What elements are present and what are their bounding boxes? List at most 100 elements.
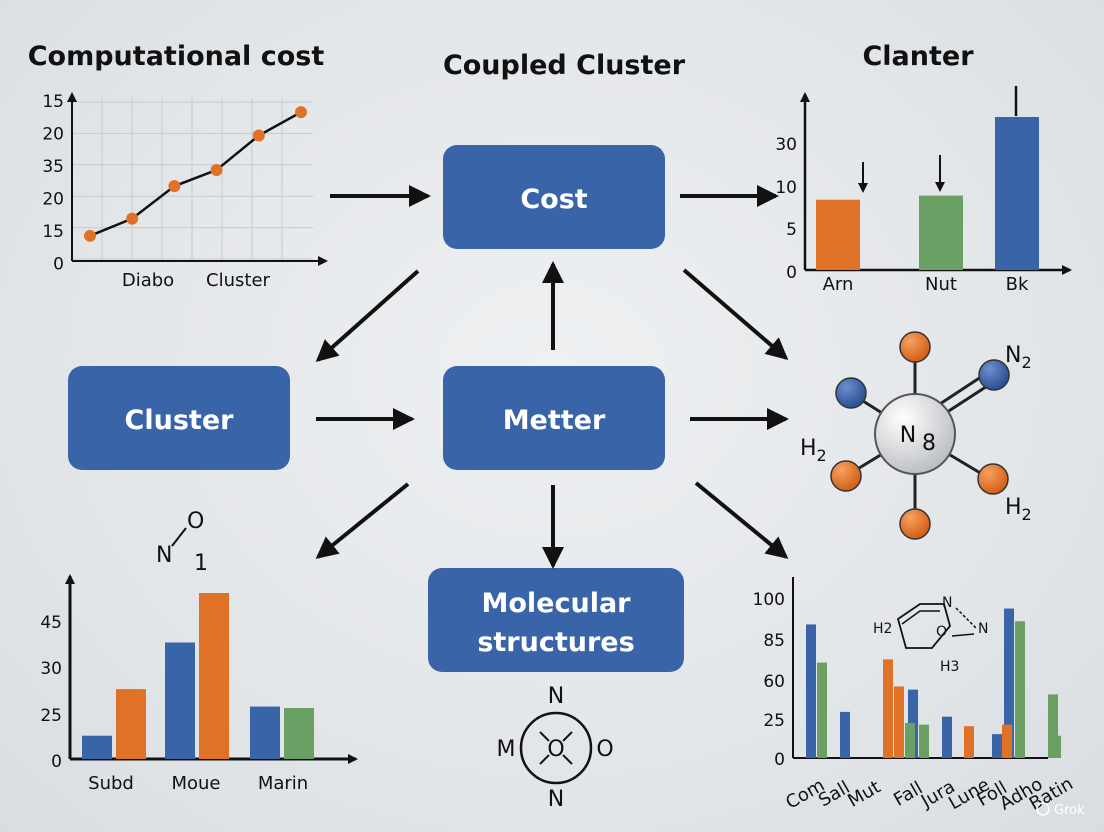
bar bbox=[894, 686, 904, 758]
connector-arrows bbox=[315, 185, 789, 569]
no-label-n: N bbox=[156, 543, 172, 568]
bar bbox=[1048, 694, 1058, 758]
metter-box-label: Metter bbox=[503, 405, 606, 436]
bar bbox=[165, 642, 195, 759]
bar bbox=[284, 708, 314, 759]
y-tick-label: 15 bbox=[42, 92, 64, 112]
bar bbox=[1002, 724, 1012, 758]
label-h2-right: H2 bbox=[1005, 495, 1032, 524]
molecular-structures-box: Molecular structures bbox=[428, 568, 684, 672]
bar bbox=[995, 117, 1039, 270]
molecular-box-line2: structures bbox=[477, 627, 634, 658]
y-tick-label: 60 bbox=[763, 672, 785, 692]
data-point bbox=[84, 229, 96, 242]
data-point bbox=[168, 180, 181, 193]
inset-n-top: N bbox=[942, 595, 952, 611]
inset-n-right: N bbox=[978, 621, 988, 637]
y-tick-label: 0 bbox=[51, 752, 62, 772]
watermark-text: Grok bbox=[1054, 803, 1085, 818]
x-category-label: Cluster bbox=[206, 270, 270, 291]
y-tick-label: 10 bbox=[775, 178, 797, 198]
inset-o: O bbox=[936, 624, 947, 640]
bar bbox=[199, 593, 229, 759]
cost-box: Cost bbox=[443, 145, 665, 249]
x-category-label: Mut bbox=[844, 777, 884, 812]
cluster-box-label: Cluster bbox=[125, 405, 235, 436]
bar bbox=[816, 199, 860, 270]
inset-h3: H3 bbox=[940, 659, 959, 675]
bar bbox=[942, 716, 952, 758]
title-computational-cost: Computational cost bbox=[28, 41, 325, 72]
center-atom-subscript: 8 bbox=[922, 431, 936, 456]
y-tick-label: 25 bbox=[763, 711, 785, 731]
watermark: Grok bbox=[1036, 802, 1085, 818]
y-tick-label: 5 bbox=[786, 220, 797, 240]
atom-upper-right bbox=[978, 359, 1010, 391]
label-h2-left: H2 bbox=[800, 436, 827, 465]
bar bbox=[905, 723, 915, 758]
no-label: N O 1 bbox=[156, 509, 208, 576]
x-category-label: Subd bbox=[88, 773, 134, 794]
bar bbox=[1004, 608, 1014, 758]
grok-logo-icon bbox=[1036, 802, 1050, 816]
x-category-label: Bk bbox=[1006, 274, 1029, 295]
bar bbox=[883, 659, 893, 758]
title-clanter: Clanter bbox=[862, 41, 974, 72]
molecule-diagram: N 8 N2 H2 H2 bbox=[800, 331, 1032, 540]
arrow-cost-to-molecule bbox=[682, 268, 789, 360]
data-point bbox=[126, 212, 139, 225]
inset-chemical-structure: H2 N O N H3 bbox=[873, 595, 988, 675]
atom-bottom bbox=[899, 508, 931, 540]
molecular-box-line1: Molecular bbox=[481, 588, 631, 619]
arrow-metter-to-bottom-right bbox=[694, 481, 789, 559]
x-category-label: Arn bbox=[823, 274, 854, 295]
x-category-label: Marin bbox=[258, 773, 308, 794]
y-tick-label: 25 bbox=[40, 706, 62, 726]
bar bbox=[840, 711, 850, 758]
bar bbox=[817, 662, 827, 758]
ring-structure: N M O O N bbox=[497, 684, 614, 812]
y-tick-label: 0 bbox=[53, 255, 64, 275]
ring-center: O bbox=[547, 737, 564, 762]
y-tick-label: 45 bbox=[40, 613, 62, 633]
y-tick-label: 100 bbox=[753, 590, 785, 610]
y-tick-label: 30 bbox=[40, 659, 62, 679]
atom-upper-left bbox=[835, 377, 867, 409]
y-tick-label: 15 bbox=[42, 222, 64, 242]
atom-top bbox=[899, 331, 931, 363]
ring-right: O bbox=[596, 737, 613, 762]
y-tick-label: 20 bbox=[42, 125, 64, 145]
center-atom-symbol: N bbox=[900, 423, 916, 448]
title-coupled-cluster: Coupled Cluster bbox=[443, 50, 686, 81]
x-category-label: Nut bbox=[925, 274, 957, 295]
bar bbox=[82, 735, 112, 759]
arrow-cost-to-cluster bbox=[315, 269, 420, 362]
inset-h2: H2 bbox=[873, 621, 892, 637]
bar bbox=[992, 734, 1002, 758]
cluster-box: Cluster bbox=[68, 366, 290, 470]
bar bbox=[806, 624, 816, 758]
ring-left: M bbox=[497, 737, 516, 762]
y-tick-label: 0 bbox=[774, 750, 785, 770]
bar bbox=[116, 689, 146, 759]
y-tick-label: 30 bbox=[775, 135, 797, 155]
bar bbox=[250, 706, 280, 759]
atom-lower-right bbox=[977, 463, 1009, 495]
data-point bbox=[252, 129, 265, 142]
data-point bbox=[210, 163, 223, 176]
y-tick-label: 85 bbox=[763, 631, 785, 651]
bar bbox=[919, 195, 963, 270]
ring-top: N bbox=[548, 684, 564, 709]
x-category-label: Diabo bbox=[122, 270, 174, 291]
bar bbox=[1015, 621, 1025, 758]
ring-bottom: N bbox=[548, 787, 564, 812]
y-tick-label: 35 bbox=[42, 157, 64, 177]
cost-box-label: Cost bbox=[520, 184, 587, 215]
label-n2: N2 bbox=[1005, 343, 1032, 372]
data-point bbox=[295, 106, 307, 119]
